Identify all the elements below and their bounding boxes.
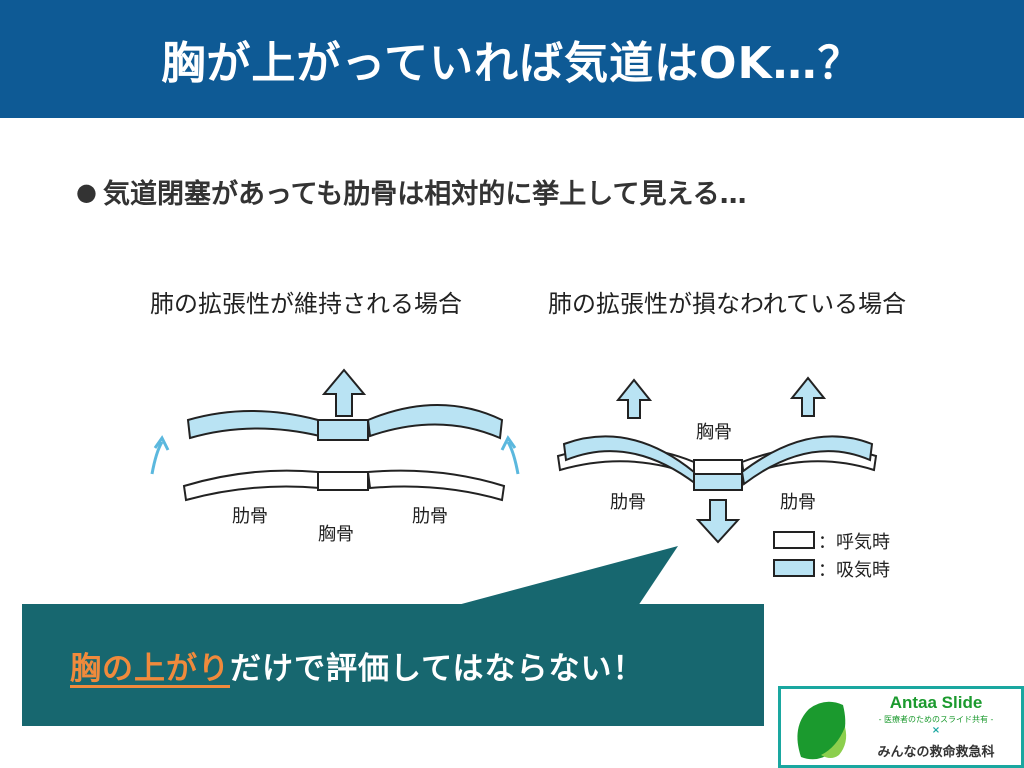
antaa-logo: Antaa Slide - 医療者のためのスライド共有 - × みんなの救命救急… bbox=[778, 686, 1024, 768]
left-caption: 肺の拡張性が維持される場合 bbox=[150, 290, 462, 318]
logo-cross: × bbox=[931, 725, 941, 736]
right-sternum-label: 胸骨 bbox=[696, 422, 732, 443]
left-side-arrow-l bbox=[150, 441, 164, 475]
logo-bottom-text: みんなの救命救急科 bbox=[877, 745, 995, 760]
left-rib-label-2: 肋骨 bbox=[412, 506, 448, 527]
bullet-point: ● 気道閉塞があっても肋骨は相対的に挙上して見える… bbox=[76, 172, 976, 211]
logo-title: Antaa Slide bbox=[889, 693, 983, 712]
leaf-icon bbox=[797, 701, 847, 760]
header-bar: 胸が上がっていれば気道はOK…？ bbox=[0, 0, 1024, 118]
right-up-arrow-r bbox=[789, 376, 827, 417]
right-inhale-ribcage bbox=[562, 435, 874, 491]
logo-subtitle: - 医療者のためのスライド共有 - bbox=[878, 715, 994, 724]
left-sternum-label: 胸骨 bbox=[318, 524, 354, 545]
callout-box: 胸の上がりだけで評価してはならない！ bbox=[22, 604, 764, 726]
chest-wall-diagram: 肺の拡張性が維持される場合 肺の拡張性が損なわれている場合 肋骨 胸骨 肋骨 胸… bbox=[150, 290, 906, 581]
legend-inhale-label: ：吸気時 bbox=[818, 560, 890, 581]
left-inhale-ribcage bbox=[186, 404, 504, 441]
right-rib-label-1: 肋骨 bbox=[610, 492, 646, 513]
right-caption: 肺の拡張性が損なわれている場合 bbox=[548, 290, 906, 318]
callout-tail bbox=[454, 546, 678, 606]
right-up-arrow-l bbox=[615, 378, 653, 419]
callout-text: 胸の上がりだけで評価してはならない！ bbox=[70, 643, 644, 688]
legend-inhale-swatch bbox=[773, 559, 815, 577]
right-down-arrow bbox=[695, 499, 741, 544]
bullet-text: 気道閉塞があっても肋骨は相対的に挙上して見える… bbox=[102, 179, 747, 210]
left-rib-label-1: 肋骨 bbox=[232, 506, 268, 527]
legend-exhale-label: ：呼気時 bbox=[818, 532, 890, 553]
left-up-arrow bbox=[321, 368, 367, 417]
callout-rest: だけで評価してはならない！ bbox=[230, 650, 645, 687]
legend-exhale-swatch bbox=[773, 531, 815, 549]
callout-emphasis: 胸の上がり bbox=[70, 650, 230, 687]
right-rib-label-2: 肋骨 bbox=[780, 492, 816, 513]
left-side-arrow-r bbox=[506, 441, 520, 475]
slide-title: 胸が上がっていれば気道はOK…？ bbox=[161, 38, 863, 89]
left-exhale-ribcage bbox=[182, 469, 506, 502]
bullet-dot: ● bbox=[76, 177, 97, 206]
